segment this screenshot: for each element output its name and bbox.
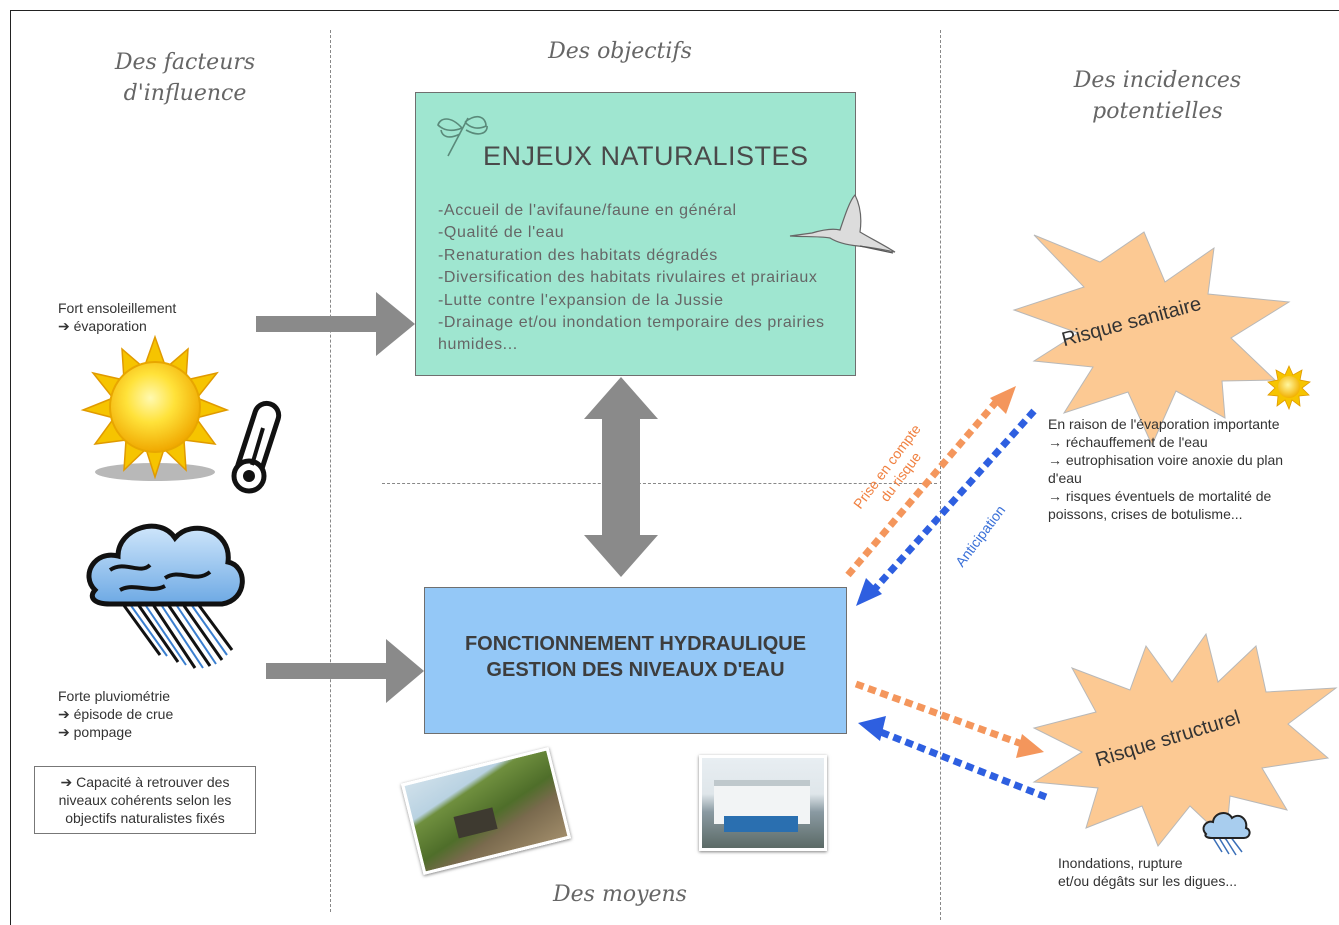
structurel-description: Inondations, rupture et/ou dégâts sur le… — [1058, 854, 1237, 890]
sun-factor-text: Fort ensoleillement ➔ évaporation — [58, 299, 176, 335]
enjeux-item: -Accueil de l'avifaune/faune en général — [438, 202, 737, 219]
rain-line3: ➔ pompage — [58, 724, 132, 740]
sun-line2: ➔ évaporation — [58, 318, 147, 334]
sun-icon — [80, 334, 230, 481]
rain-line1: Forte pluviométrie — [58, 688, 171, 704]
capacity-line1: ➔ Capacité à retrouver des — [60, 774, 230, 790]
enjeux-title: ENJEUX NATURALISTES — [483, 141, 809, 171]
rain-line2: ➔ épisode de crue — [58, 706, 174, 722]
prise-en-compte-arrow-structurel — [854, 680, 1044, 758]
enjeux-item: -Renaturation des habitats dégradés — [438, 246, 718, 264]
sanitaire-desc-line: En raison de l'évaporation importante — [1048, 416, 1280, 432]
anticipation-arrow-structurel — [858, 716, 1048, 801]
hydraulique-line2: GESTION DES NIVEAUX D'EAU — [486, 659, 785, 681]
dragonfly-icon — [437, 115, 488, 157]
enjeux-item: -Diversification des habitats rivulaires… — [438, 269, 818, 287]
enjeux-naturalistes-box — [415, 92, 856, 376]
enjeux-item: -Lutte contre l'expansion de la Jussie — [438, 291, 724, 309]
column-divider-left — [330, 30, 331, 912]
sanitaire-desc-line: → eutrophisation voire anoxie du plan — [1048, 452, 1284, 468]
pumping-station-photo — [699, 755, 827, 851]
enjeux-item: humides... — [438, 336, 518, 354]
sanitaire-desc-line: d'eau — [1048, 470, 1082, 486]
enjeux-item: -Drainage et/ou inondation temporaire de… — [438, 314, 825, 332]
sanitaire-description: En raison de l'évaporation importante → … — [1048, 415, 1283, 523]
enjeux-item: -Qualité de l'eau — [438, 224, 565, 242]
heading-factors: Des facteurs d'influence — [80, 47, 290, 109]
sanitaire-desc-line: poissons, crises de botulisme... — [1048, 506, 1243, 522]
capacity-box: ➔ Capacité à retrouver des niveaux cohér… — [34, 766, 256, 834]
small-sun-icon — [1267, 365, 1311, 411]
double-arrow-enjeux-hydraulique — [584, 377, 658, 577]
risque-structurel-burst — [1032, 632, 1338, 847]
row-divider — [382, 483, 937, 484]
heading-objectives: Des objectifs — [520, 36, 720, 67]
heading-means: Des moyens — [520, 879, 720, 910]
small-rain-cloud-icon — [1202, 812, 1251, 856]
prise-en-compte-arrow-sanitaire — [845, 386, 1016, 578]
heading-factors-line2: d'influence — [123, 81, 247, 106]
structurel-desc-line: Inondations, rupture — [1058, 855, 1183, 871]
thermometer-icon — [231, 400, 282, 494]
heading-incidences: Des incidences potentielles — [1040, 65, 1275, 127]
diagram-frame — [10, 10, 1339, 925]
rain-to-hydraulique-arrow — [266, 639, 424, 703]
column-divider-right — [940, 30, 941, 920]
rain-factor-text: Forte pluviométrie ➔ épisode de crue ➔ p… — [58, 687, 173, 741]
station-panels — [724, 816, 798, 832]
sun-to-enjeux-arrow — [256, 292, 415, 356]
sun-line1: Fort ensoleillement — [58, 300, 177, 316]
fonctionnement-hydraulique-box — [424, 587, 847, 734]
heading-incidences-line2: potentielles — [1092, 99, 1223, 124]
risque-sanitaire-burst — [1012, 231, 1291, 447]
capacity-line2: niveaux cohérents selon les — [58, 792, 232, 808]
structurel-desc-line: et/ou dégâts sur les digues... — [1058, 873, 1237, 889]
anticipation-arrow-sanitaire — [856, 408, 1037, 606]
heading-objectives-text: Des objectifs — [548, 39, 692, 64]
heading-means-text: Des moyens — [553, 882, 687, 907]
enjeux-list: -Accueil de l'avifaune/faune en général … — [438, 200, 853, 357]
sanitaire-desc-line: → risques éventuels de mortalité de — [1048, 488, 1272, 504]
hydraulique-text: FONCTIONNEMENT HYDRAULIQUE GESTION DES N… — [424, 631, 847, 683]
riverbank-sluice — [453, 807, 498, 839]
hydraulique-line1: FONCTIONNEMENT HYDRAULIQUE — [464, 633, 807, 655]
sanitaire-desc-line: → réchauffement de l'eau — [1048, 434, 1208, 450]
capacity-line3: objectifs naturalistes fixés — [65, 810, 225, 826]
rain-cloud-icon — [86, 523, 245, 669]
heading-factors-line1: Des facteurs — [114, 50, 256, 75]
heron-icon — [789, 193, 896, 254]
heading-incidences-line1: Des incidences — [1073, 68, 1242, 93]
